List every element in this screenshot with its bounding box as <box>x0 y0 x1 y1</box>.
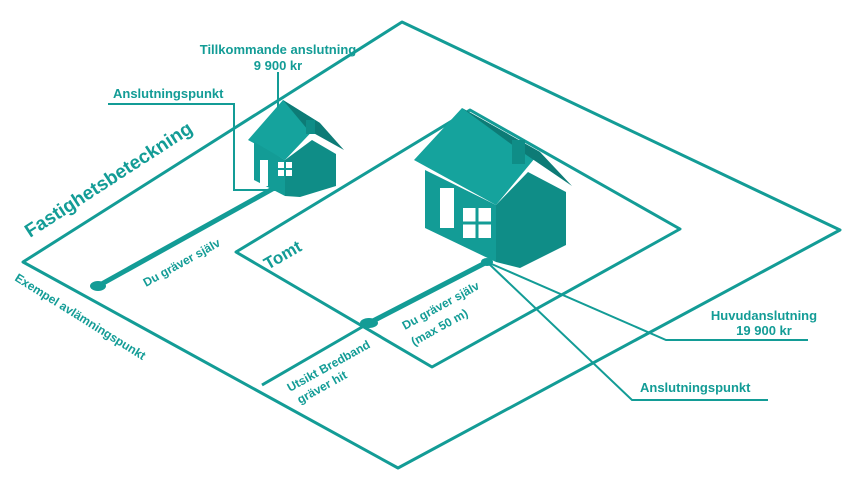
utsikt-dot <box>360 318 378 328</box>
leader-anslutningspunkt-top <box>108 103 276 191</box>
label-huvudanslutning-title: Huvudanslutning <box>711 308 817 323</box>
label-anslutningspunkt-top: Anslutningspunkt <box>113 86 224 101</box>
trench-utsikt <box>261 321 370 387</box>
house-small-icon <box>248 100 344 197</box>
label-tillkommande-price: 9 900 kr <box>254 58 302 73</box>
avlamningspunkt-dot <box>90 281 106 291</box>
plot-outline <box>234 108 682 369</box>
trench-large-house <box>366 259 490 326</box>
property-outline <box>21 20 842 470</box>
label-tomt: Tomt <box>261 237 306 274</box>
label-exempel-avlamningspunkt: Exempel avlämningspunkt <box>12 271 148 363</box>
leader-huvudanslutning <box>486 261 808 341</box>
leader-anslutningspunkt-bottom <box>486 261 768 401</box>
label-anslutningspunkt-bottom: Anslutningspunkt <box>640 380 751 395</box>
label-du-graver-sjalv-1: Du gräver själv <box>141 236 223 290</box>
trench-small-house <box>95 184 279 289</box>
label-huvudanslutning-price: 19 900 kr <box>736 323 792 338</box>
label-tillkommande-title: Tillkommande anslutning <box>200 42 357 57</box>
house-large-icon <box>414 108 572 268</box>
label-fastighetsbeteckning: Fastighetsbeteckning <box>21 118 196 242</box>
